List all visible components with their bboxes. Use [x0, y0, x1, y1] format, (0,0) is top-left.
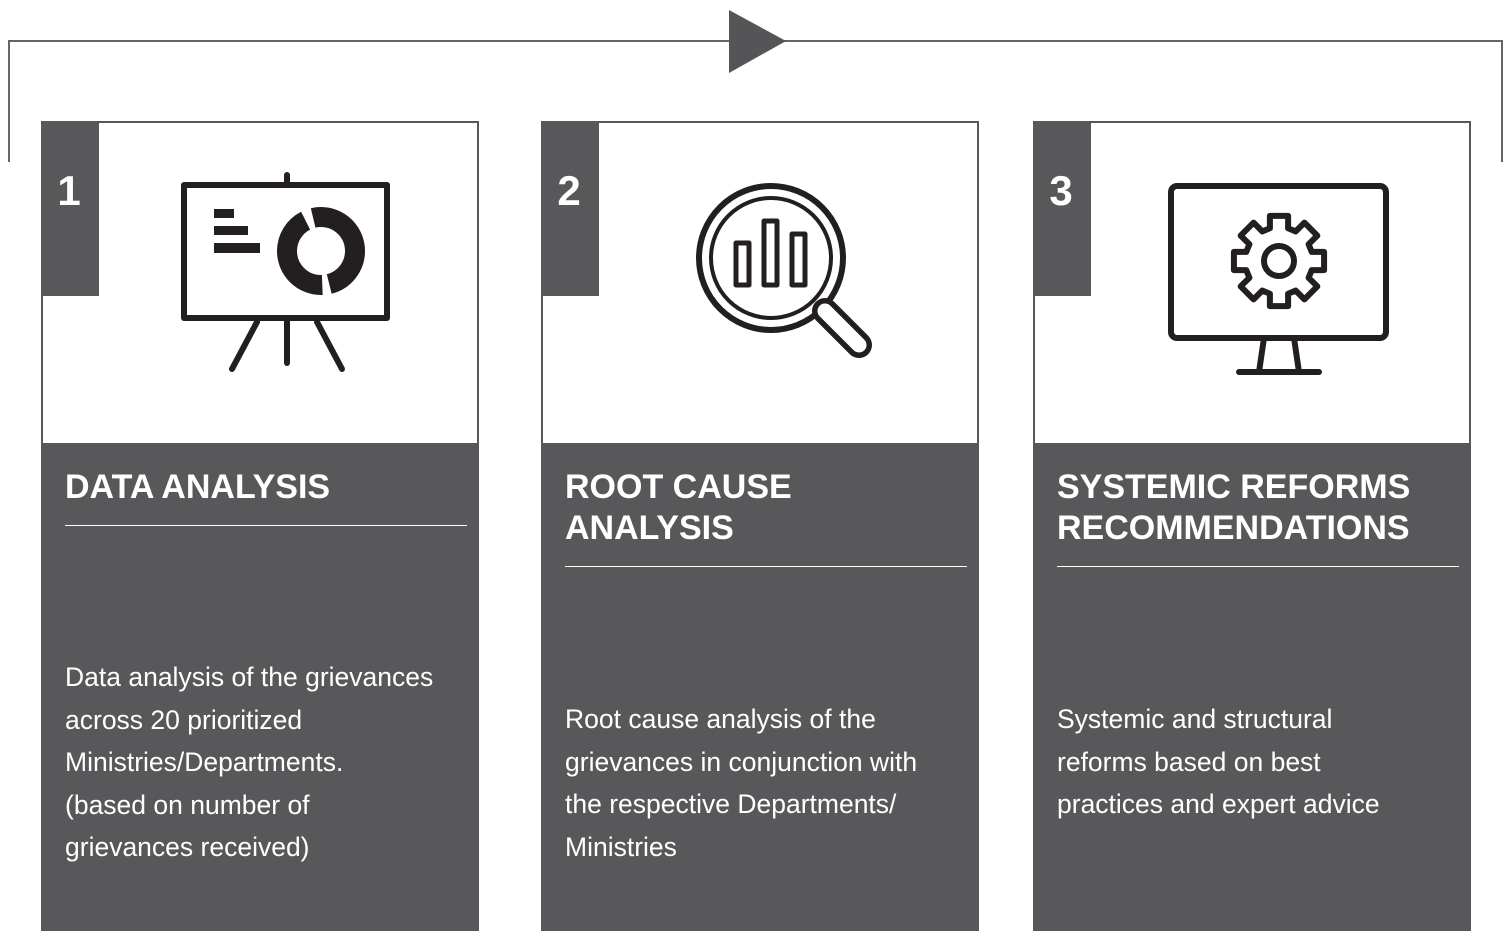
step-description: Systemic and structural reforms based on…	[1057, 704, 1380, 819]
step-card-icon-area	[43, 123, 477, 443]
step-number-tab: 1	[43, 123, 99, 296]
step-title: DATA ANALYSIS	[65, 467, 467, 526]
step-card-icon-area	[543, 123, 977, 443]
step-card-icon-area	[1035, 123, 1469, 443]
step-card-data-analysis: 1 DATA ANALYSIS Data analysis of the gri…	[41, 121, 479, 931]
step-number-tab: 3	[1035, 123, 1091, 296]
step-card-root-cause-analysis: 2 ROOT CAUSE ANALYSIS Root cause analysi…	[541, 121, 979, 931]
flow-arrow-icon	[729, 10, 786, 73]
step-number: 3	[1049, 167, 1073, 214]
monitor-gear-icon	[1168, 183, 1389, 375]
step-title: ROOT CAUSE ANALYSIS	[565, 467, 967, 567]
step-title: SYSTEMIC REFORMS RECOMMENDATIONS	[1057, 467, 1459, 567]
step-number: 1	[57, 167, 81, 214]
step-card-systemic-reforms: 3 SYSTEMIC REFORMS RECOMMENDATIONS Syste…	[1033, 121, 1471, 931]
step-number: 2	[557, 167, 581, 214]
magnifier-bar-chart-icon	[696, 183, 872, 358]
presentation-board-chart-icon	[181, 172, 390, 372]
step-description: Data analysis of the grievances across 2…	[65, 662, 434, 862]
step-number-tab: 2	[543, 123, 599, 296]
step-description: Root cause analysis of the grievances in…	[565, 704, 918, 862]
